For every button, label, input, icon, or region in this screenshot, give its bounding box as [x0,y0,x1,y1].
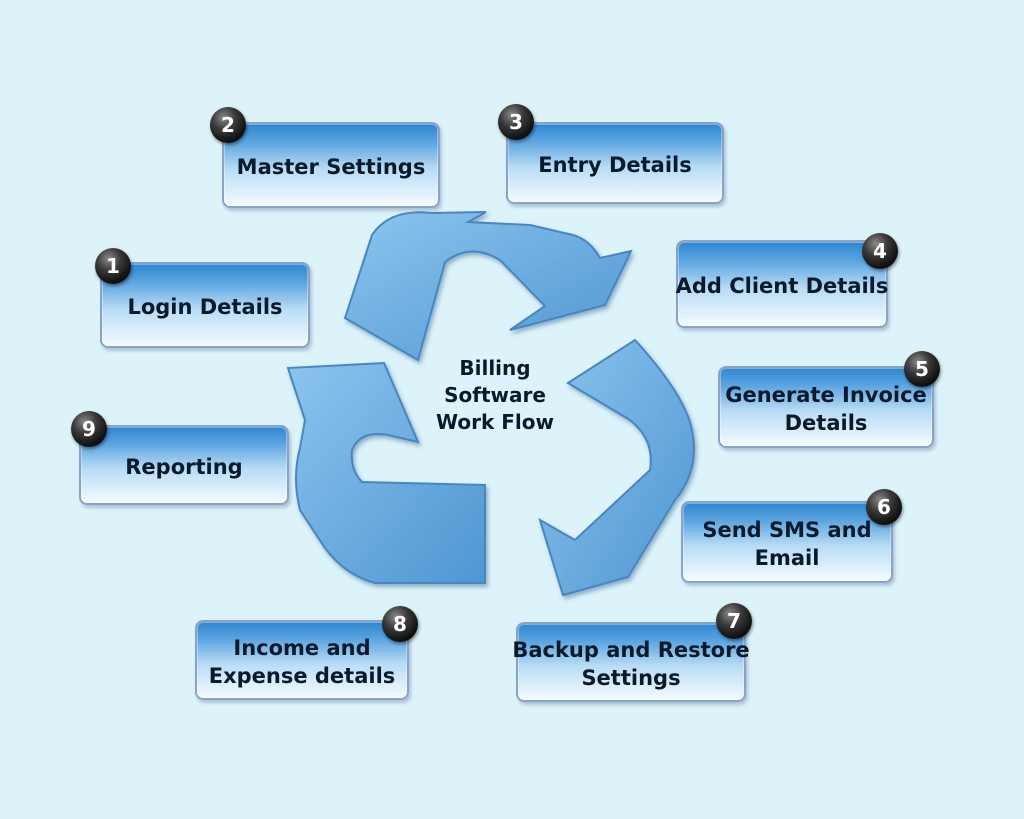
step-4-number-badge: 4 [862,233,898,269]
step-4-box: Add Client Details [676,240,888,328]
step-9-number-badge: 9 [71,411,107,447]
step-9-box: Reporting [79,425,289,505]
step-7-number-badge: 7 [716,603,752,639]
step-5-label: Generate Invoice Details [725,381,927,437]
step-5-label-line-1: Generate Invoice [725,383,927,407]
step-6-box: Send SMS and Email [681,501,893,583]
step-8-label-line-1: Income and [233,636,371,660]
step-2-label-line-1: Master Settings [236,155,426,179]
cycle-arrow-left [286,361,486,584]
center-title-line-1: Billing [459,356,531,380]
step-8-label-line-2: Expense details [208,664,396,688]
step-7-label-line-2: Settings [581,666,681,690]
step-1-number-badge: 1 [95,248,131,284]
step-6-label: Send SMS and Email [702,516,871,572]
cycle-arrow-right [538,338,695,597]
step-8-number-badge: 8 [382,606,418,642]
step-5-number-badge: 5 [904,351,940,387]
step-1-box: Login Details [100,262,310,348]
step-6-label-line-1: Send SMS and [702,518,872,542]
step-7-box: Backup and Restore Settings [512,622,750,702]
step-4-label: Add Client Details [676,272,889,300]
center-title: Billing Software Work Flow [420,355,570,436]
step-1-label: Login Details [127,293,282,321]
step-9-label-line-1: Reporting [125,455,243,479]
step-9-label: Reporting [125,453,242,481]
step-5-box: Generate Invoice Details [718,366,934,448]
step-2-number-badge: 2 [210,107,246,143]
step-8-box: Income and Expense details [195,620,409,700]
step-1-label-line-1: Login Details [127,295,283,319]
step-4-label-line-1: Add Client Details [675,274,889,298]
step-6-number-badge: 6 [866,489,902,525]
center-title-line-3: Work Flow [436,410,554,434]
step-7-label-line-1: Backup and Restore [512,638,750,662]
center-title-line-2: Software [444,383,546,407]
step-2-box: Master Settings [222,122,440,208]
step-2-label: Master Settings [237,153,426,181]
step-6-label-line-2: Email [754,546,820,570]
step-8-label: Income and Expense details [209,634,396,690]
step-3-number-badge: 3 [498,104,534,140]
step-7-label: Backup and Restore Settings [512,636,749,692]
step-3-box: Entry Details [506,122,724,204]
step-3-label: Entry Details [538,151,691,179]
step-3-label-line-1: Entry Details [538,153,692,177]
cycle-arrow-top [343,211,633,362]
step-5-label-line-2: Details [784,411,868,435]
